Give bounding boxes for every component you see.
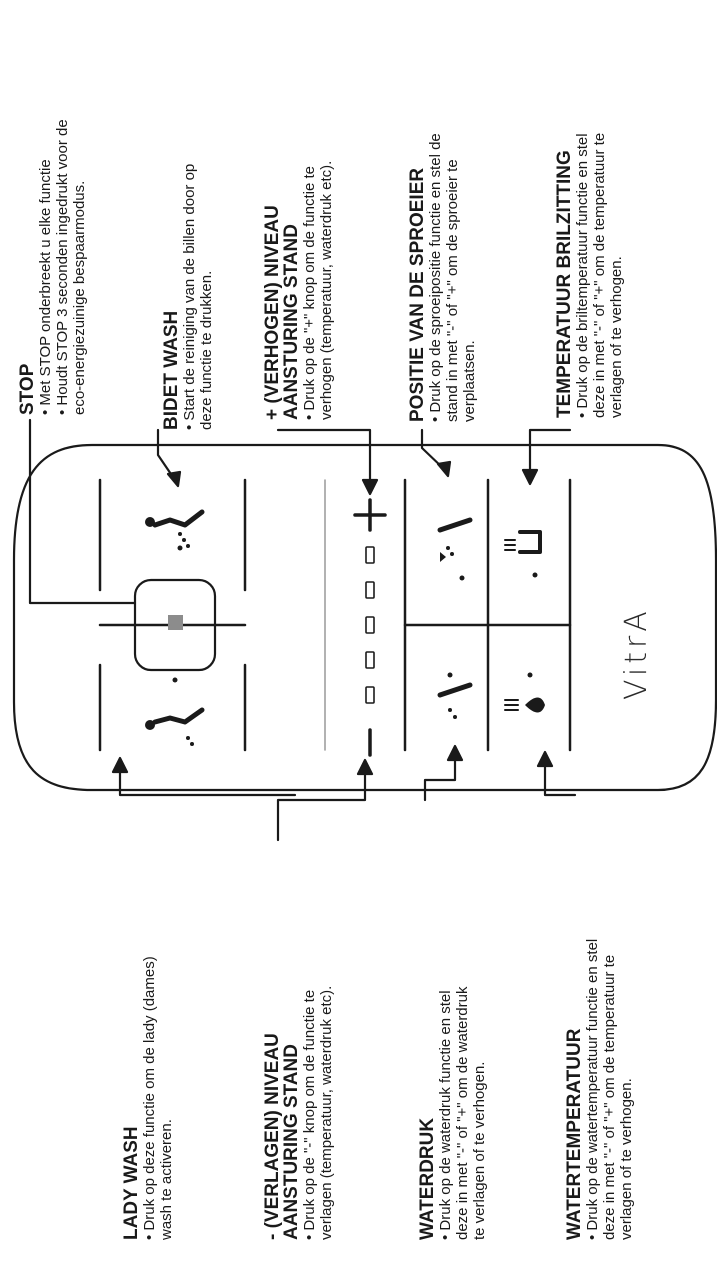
stop-desc-1: • Met STOP onderbreekt u elke functie	[37, 159, 54, 415]
increase-label: + (VERHOGEN) NIVEAU AANSTURING STAND • D…	[262, 160, 335, 420]
lady-wash-desc-1: • Druk op deze functie om de lady (dames…	[141, 956, 158, 1240]
arrow-lady	[111, 756, 129, 774]
indicator-dot-pressure	[447, 672, 453, 678]
water-pressure-desc-3: te verlagen of te verhogen.	[471, 1061, 488, 1240]
spray-position-title: POSITIE VAN DE SPROEIER	[407, 167, 428, 422]
stop-square-icon	[168, 615, 183, 630]
stop-desc-2: • Houdt STOP 3 seconden ingedrukt voor d…	[54, 119, 71, 415]
decrease-title-1: - (VERLAGEN) NIVEAU	[262, 1033, 283, 1240]
arrow-pressure	[446, 744, 464, 762]
bidet-wash-title: BIDET WASH	[161, 310, 182, 430]
bidet-wash-desc-1: • Start de reiniging van de billen door …	[181, 163, 198, 430]
spray-position-desc-1: • Druk op de sproeipositie functie en st…	[427, 133, 444, 422]
decrease-label: - (VERLAGEN) NIVEAU AANSTURING STAND • D…	[262, 985, 335, 1240]
water-pressure-label: WATERDRUK • Druk op de waterdruk functie…	[417, 986, 488, 1241]
decrease-title-2: AANSTURING STAND	[281, 1044, 302, 1240]
bidet-wash-icon[interactable]	[145, 509, 205, 548]
arrow-increase	[361, 478, 379, 496]
spray-position-desc-2: stand in met "-" of "+" om de sproeier t…	[444, 159, 461, 422]
lady-wash-label: LADY WASH • Druk op deze functie om de l…	[121, 956, 175, 1240]
stop-label: STOP • Met STOP onderbreekt u elke funct…	[17, 119, 88, 415]
water-temp-desc-1: • Druk op de watertemperatuur functie en…	[584, 938, 601, 1240]
lady-wash-title: LADY WASH	[121, 1126, 142, 1240]
water-pressure-title: WATERDRUK	[417, 1117, 438, 1240]
spray-position-desc-3: verplaatsen.	[461, 340, 478, 422]
spray-position-label: POSITIE VAN DE SPROEIER • Druk op de spr…	[407, 133, 478, 422]
increase-title-2: AANSTURING STAND	[281, 224, 302, 420]
water-pressure-desc-2: deze in met "-" of "+" om de waterdruk	[454, 986, 471, 1241]
lady-wash-desc-2: wash te activeren.	[158, 1119, 175, 1240]
seat-temperature-icon[interactable]	[504, 530, 542, 554]
arrow-decrease	[356, 758, 374, 776]
indicator-dot-bidet	[177, 545, 183, 551]
leader-water-temp	[543, 758, 577, 797]
brand-logo: VitrA	[619, 607, 654, 700]
lady-wash-icon[interactable]	[145, 707, 205, 746]
seat-temp-desc-2: deze in met "-" of "+" om de temperatuur…	[591, 132, 608, 418]
level-indicator-icon	[365, 546, 375, 704]
increase-desc-1: • Druk op de "+" knop om de functie te	[301, 166, 318, 420]
leader-stop	[28, 418, 137, 605]
seat-temp-title: TEMPERATUUR BRILZITTING	[554, 150, 575, 418]
plus-icon[interactable]	[353, 498, 387, 532]
leader-spray-position	[420, 428, 447, 472]
seat-temp-desc-3: verlagen of te verhogen.	[608, 256, 625, 418]
leader-increase	[276, 428, 372, 490]
remote-outline	[12, 443, 717, 792]
arrow-bidet	[166, 470, 182, 488]
indicator-dot-water-temp	[527, 672, 533, 678]
spray-position-icon[interactable]	[437, 517, 473, 562]
bidet-wash-desc-2: deze functie te drukken.	[198, 270, 215, 430]
leader-seat-temp	[528, 428, 572, 480]
bidet-wash-label: BIDET WASH • Start de reiniging van de b…	[161, 163, 215, 430]
stop-desc-3: eco-energiezuinige bespaarmodus.	[71, 180, 88, 415]
decrease-desc-2: verlagen (temperatuur, waterdruk etc).	[318, 985, 335, 1240]
leader-water-pressure	[423, 753, 457, 802]
water-pressure-icon[interactable]	[437, 682, 473, 719]
arrow-spray	[436, 460, 452, 478]
arrow-seat-temp	[521, 468, 539, 486]
water-temp-desc-2: deze in met "-" of "+" om de temperatuur…	[601, 954, 618, 1240]
seat-temp-desc-1: • Druk op de briltemperatuur functie en …	[574, 133, 591, 418]
leader-decrease	[276, 768, 367, 842]
water-temp-title: WATERTEMPERATUUR	[564, 1028, 585, 1240]
indicator-dot-lady	[172, 677, 178, 683]
water-pressure-desc-1: • Druk op de waterdruk functie en stel	[437, 990, 454, 1240]
leader-lady-wash	[118, 766, 297, 797]
increase-title-1: + (VERHOGEN) NIVEAU	[262, 205, 283, 420]
indicator-dot-spray	[459, 575, 465, 581]
leader-bidet	[156, 428, 177, 482]
increase-desc-2: verhogen (temperatuur, waterdruk etc).	[318, 160, 335, 420]
water-temp-desc-3: verlagen of te verhogen.	[618, 1078, 635, 1240]
seat-temp-label: TEMPERATUUR BRILZITTING • Druk op de bri…	[554, 132, 625, 418]
stop-button[interactable]	[133, 578, 217, 672]
water-temperature-icon[interactable]	[504, 697, 545, 713]
stop-title: STOP	[17, 363, 38, 415]
decrease-desc-1: • Druk op de "-" knop om de functie te	[301, 989, 318, 1240]
water-temp-label: WATERTEMPERATUUR • Druk op de watertempe…	[564, 938, 635, 1240]
indicator-dot-seat	[532, 572, 538, 578]
arrow-water-temp	[536, 750, 554, 768]
